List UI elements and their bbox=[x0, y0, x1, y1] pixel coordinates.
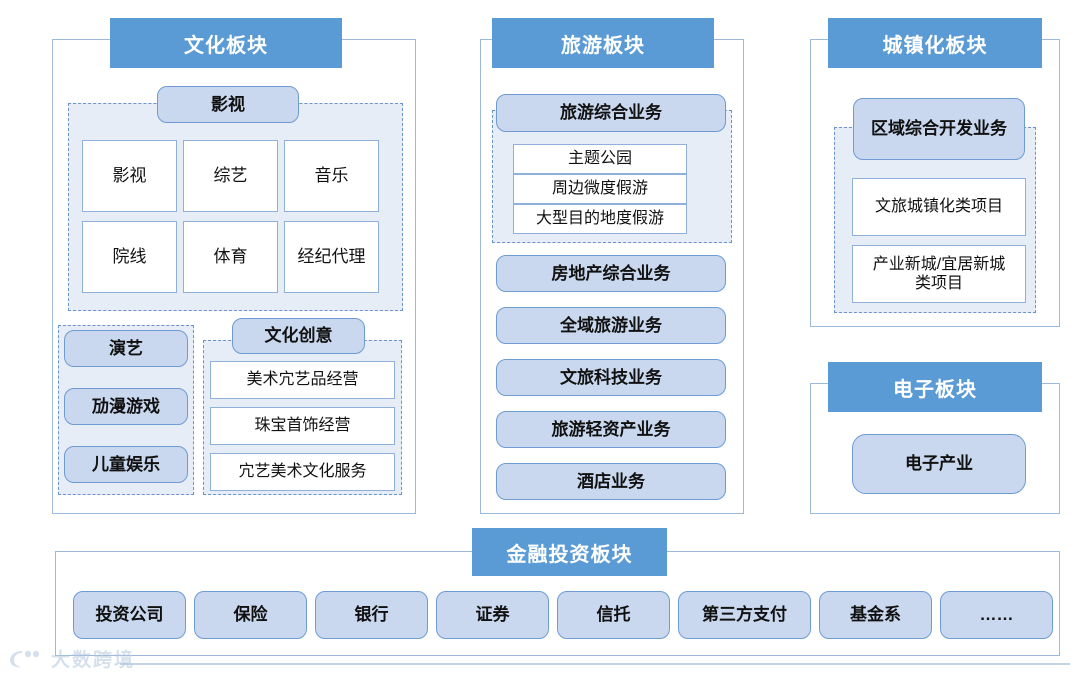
tourism-business-chip[interactable]: 全域旅游业务 bbox=[496, 307, 726, 344]
tourism-business-chip[interactable]: 房地产综合业务 bbox=[496, 255, 726, 292]
finance-item-chip[interactable]: …… bbox=[940, 591, 1053, 639]
culture-stack-chip[interactable]: 演艺 bbox=[64, 330, 188, 367]
culture-creative-item[interactable]: 宂艺美术文化服务 bbox=[210, 453, 395, 491]
finance-item-chip[interactable]: 第三方支付 bbox=[678, 591, 811, 639]
culture-film-cell[interactable]: 音乐 bbox=[284, 140, 379, 212]
culture-film-cell[interactable]: 院线 bbox=[82, 221, 177, 293]
culture-creative-header[interactable]: 文化创意 bbox=[232, 318, 365, 354]
tourism-comprehensive-item[interactable]: 大型目的地度假游 bbox=[513, 204, 687, 234]
dashukuajing-logo-icon bbox=[8, 647, 44, 671]
tourism-comprehensive-header[interactable]: 旅游综合业务 bbox=[496, 94, 726, 132]
panel-electronics-title: 电子板块 bbox=[828, 362, 1042, 412]
culture-film-header[interactable]: 影视 bbox=[157, 86, 299, 123]
culture-film-cell[interactable]: 体育 bbox=[183, 221, 278, 293]
tourism-business-chip[interactable]: 文旅科技业务 bbox=[496, 359, 726, 396]
finance-item-chip[interactable]: 信托 bbox=[557, 591, 670, 639]
tourism-business-chip[interactable]: 酒店业务 bbox=[496, 463, 726, 500]
panel-urbanization-title: 城镇化板块 bbox=[828, 18, 1042, 68]
culture-film-cell[interactable]: 综艺 bbox=[183, 140, 278, 212]
finance-item-chip[interactable]: 银行 bbox=[315, 591, 428, 639]
finance-item-chip[interactable]: 投资公司 bbox=[73, 591, 186, 639]
culture-creative-item[interactable]: 美术宂艺品经营 bbox=[210, 361, 395, 399]
culture-film-cell[interactable]: 影视 bbox=[82, 140, 177, 212]
culture-stack-chip[interactable]: 劢漫游戏 bbox=[64, 388, 188, 425]
finance-item-chip[interactable]: 基金系 bbox=[819, 591, 932, 639]
urbanization-regional-item[interactable]: 文旅城镇化类项目 bbox=[852, 178, 1026, 236]
tourism-business-chip[interactable]: 旅游轻资产业务 bbox=[496, 411, 726, 448]
finance-item-chip[interactable]: 证券 bbox=[436, 591, 549, 639]
urbanization-regional-item[interactable]: 产业新城/宜居新城类项目 bbox=[852, 245, 1026, 303]
panel-finance-title: 金融投资板块 bbox=[472, 528, 667, 576]
culture-film-cell[interactable]: 经纪代理 bbox=[284, 221, 379, 293]
watermark-divider bbox=[120, 663, 1070, 665]
culture-stack-chip[interactable]: 儿童娱乐 bbox=[64, 446, 188, 483]
culture-creative-item[interactable]: 珠宝首饰经营 bbox=[210, 407, 395, 445]
watermark: 大数跨境 bbox=[8, 645, 135, 672]
tourism-comprehensive-item[interactable]: 主题公园 bbox=[513, 144, 687, 174]
watermark-text: 大数跨境 bbox=[51, 650, 136, 671]
panel-culture-title: 文化板块 bbox=[110, 18, 342, 68]
urbanization-regional-header[interactable]: 区域综合开发业务 bbox=[853, 98, 1025, 160]
panel-tourism-title: 旅游板块 bbox=[492, 18, 714, 68]
tourism-comprehensive-item[interactable]: 周边微度假游 bbox=[513, 174, 687, 204]
finance-item-chip[interactable]: 保险 bbox=[194, 591, 307, 639]
electronics-item-chip[interactable]: 电子产业 bbox=[852, 434, 1026, 494]
